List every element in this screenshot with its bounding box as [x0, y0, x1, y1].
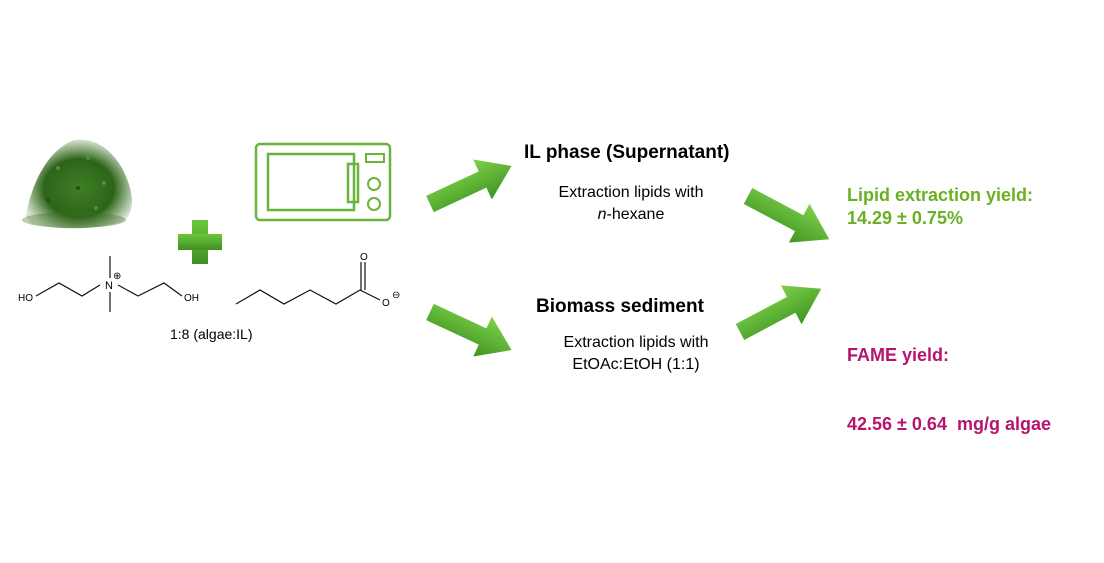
- anion-charge: ⊖: [392, 290, 400, 301]
- anion-o-right: O: [382, 298, 390, 309]
- microwave-icon: [254, 142, 392, 222]
- arrow-to-biomass: [426, 303, 512, 357]
- lipid-yield-block: Lipid extraction yield: 14.29 ± 0.75%: [847, 184, 1033, 230]
- il-phase-title: IL phase (Supernatant): [524, 142, 730, 163]
- biomass-description: Extraction lipids with EtOAc:EtOH (1:1): [531, 332, 741, 376]
- il-phase-description: Extraction lipids with n-hexane: [526, 182, 736, 226]
- cation-oh-label: OH: [184, 293, 199, 304]
- arrow-to-il-phase: [426, 159, 512, 213]
- anion-structure: O O ⊖: [235, 252, 400, 309]
- plus-icon: [178, 220, 222, 264]
- lipid-yield-value: 14.29 ± 0.75%: [847, 208, 963, 228]
- cation-ho-label: HO: [18, 293, 33, 304]
- cation-charge: ⊕: [113, 271, 121, 282]
- fame-yield-block: FAME yield: 42.56 ± 0.64 mg/g algae: [847, 298, 1051, 459]
- algae-powder-icon: [22, 139, 132, 229]
- lipid-yield-title: Lipid extraction yield:: [847, 185, 1034, 205]
- ratio-label: 1:8 (algae:IL): [170, 326, 253, 342]
- fame-yield-title: FAME yield:: [847, 345, 950, 365]
- anion-o-top: O: [360, 252, 368, 263]
- arrow-to-fame-yield: [735, 285, 822, 340]
- il-phase-line1: Extraction lipids with: [558, 184, 704, 201]
- arrow-to-lipid-yield: [743, 188, 830, 243]
- il-phase-line2-rest: -hexane: [606, 206, 665, 223]
- il-phase-line2-italic: n: [597, 206, 607, 223]
- biomass-line2: EtOAc:EtOH (1:1): [572, 356, 700, 373]
- biomass-sediment-title: Biomass sediment: [536, 296, 704, 317]
- biomass-line1: Extraction lipids with: [563, 334, 709, 351]
- fame-yield-value: 42.56 ± 0.64 mg/g algae: [847, 414, 1051, 434]
- il-phase-line2: n-hexane: [526, 204, 736, 226]
- cation-n-label: N: [105, 280, 113, 292]
- cation-structure: HO N ⊕ OH: [18, 256, 199, 312]
